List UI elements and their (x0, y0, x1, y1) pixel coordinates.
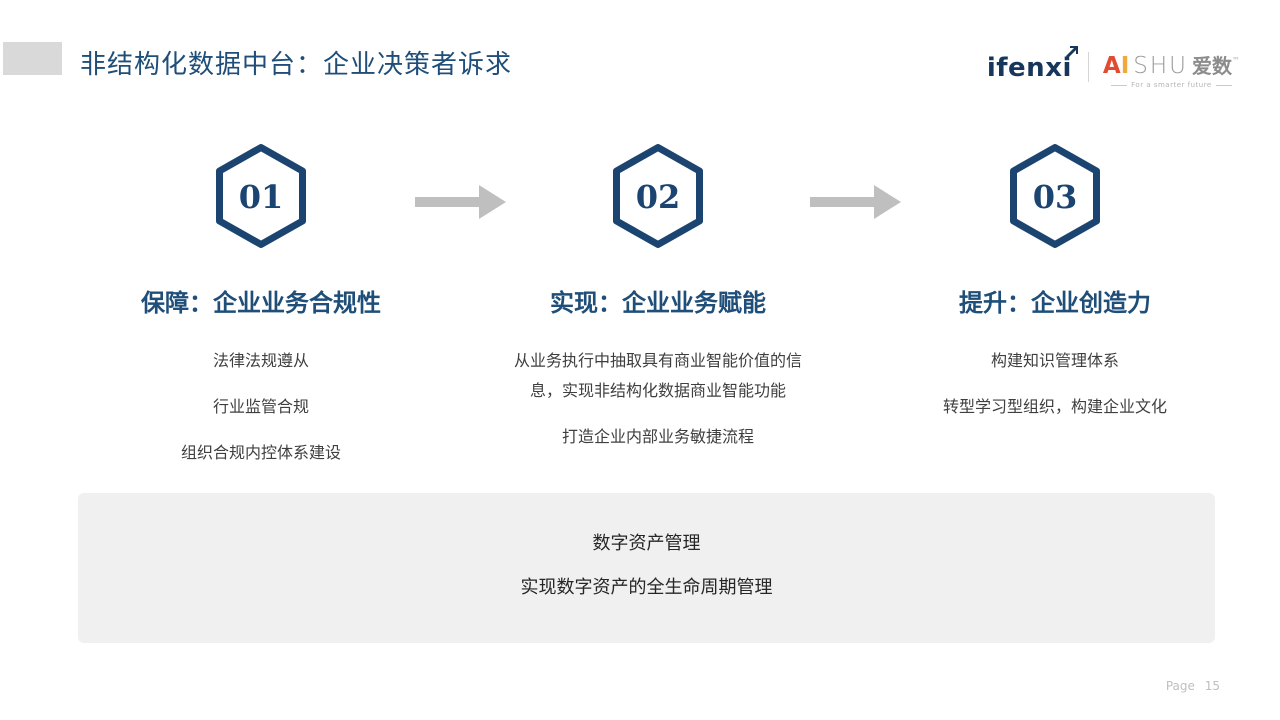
summary-box: 数字资产管理 实现数字资产的全生命周期管理 (78, 493, 1215, 643)
step-item: 打造企业内部业务敏捷流程 (561, 427, 754, 446)
aishu-letter-a: A (1102, 53, 1121, 79)
step-item: 行业监管合规 (212, 397, 309, 416)
aishu-tagline-row: For a smarter future (1111, 81, 1232, 89)
step-items: 从业务执行中抽取具有商业智能价值的信息，实现非结构化数据商业智能功能 打造企业内… (508, 346, 808, 452)
hexagon-step-3: 03 (1009, 143, 1101, 251)
step-number: 02 (635, 178, 681, 216)
flow-arrow-icon (415, 184, 507, 224)
logo-area: ifenxi A I SHU 爱数 ™ For a smarter future (986, 46, 1240, 89)
summary-line-1: 数字资产管理 (592, 533, 701, 554)
tagline-dash-left (1111, 84, 1128, 86)
aishu-logo: A I SHU 爱数 ™ For a smarter future (1103, 50, 1240, 89)
aishu-chinese-name: 爱数 (1192, 54, 1232, 78)
flow-arrow-icon (810, 184, 902, 224)
page-number: Page 15 (1165, 679, 1220, 693)
step-item: 构建知识管理体系 (990, 351, 1119, 370)
hexagon-icon (1010, 144, 1100, 248)
title-decoration-rect (3, 42, 62, 75)
hexagon-step-2: 02 (612, 143, 704, 251)
step-item: 法律法规遵从 (212, 351, 309, 370)
step-number: 03 (1032, 178, 1078, 216)
aishu-shu: SHU (1133, 53, 1188, 79)
step-item: 转型学习型组织，构建企业文化 (942, 397, 1167, 416)
ifenxi-logo-text: ifenxi (986, 53, 1072, 83)
step-heading: 保障：企业业务合规性 (141, 289, 381, 317)
step-heading: 提升：企业创造力 (959, 289, 1151, 317)
step-heading: 实现：企业业务赋能 (550, 289, 766, 317)
ifenxi-arrow-icon (1065, 46, 1078, 58)
summary-line-2: 实现数字资产的全生命周期管理 (520, 577, 773, 598)
hexagon-icon (613, 144, 703, 248)
page-title: 非结构化数据中台：企业决策者诉求 (80, 50, 513, 80)
tagline-dash-right (1215, 84, 1232, 86)
ifenxi-logo: ifenxi (986, 46, 1078, 83)
step-items: 构建知识管理体系 转型学习型组织，构建企业文化 (905, 346, 1205, 422)
aishu-letter-i: I (1120, 53, 1130, 79)
step-items: 法律法规遵从 行业监管合规 组织合规内控体系建设 (111, 346, 411, 468)
step-column-3: 03 提升：企业创造力 构建知识管理体系 转型学习型组织，构建企业文化 (905, 143, 1205, 438)
aishu-tagline: For a smarter future (1131, 81, 1212, 89)
aishu-logo-text: A I SHU 爱数 ™ (1103, 50, 1240, 79)
step-number: 01 (238, 178, 284, 216)
trademark-symbol: ™ (1232, 56, 1240, 65)
step-item: 从业务执行中抽取具有商业智能价值的信息，实现非结构化数据商业智能功能 (513, 351, 802, 400)
step-item: 组织合规内控体系建设 (180, 443, 341, 462)
hexagon-icon (216, 144, 306, 248)
step-column-2: 02 实现：企业业务赋能 从业务执行中抽取具有商业智能价值的信息，实现非结构化数… (508, 143, 808, 468)
logo-divider (1087, 52, 1089, 82)
step-column-1: 01 保障：企业业务合规性 法律法规遵从 行业监管合规 组织合规内控体系建设 (111, 143, 411, 484)
hexagon-step-1: 01 (215, 143, 307, 251)
